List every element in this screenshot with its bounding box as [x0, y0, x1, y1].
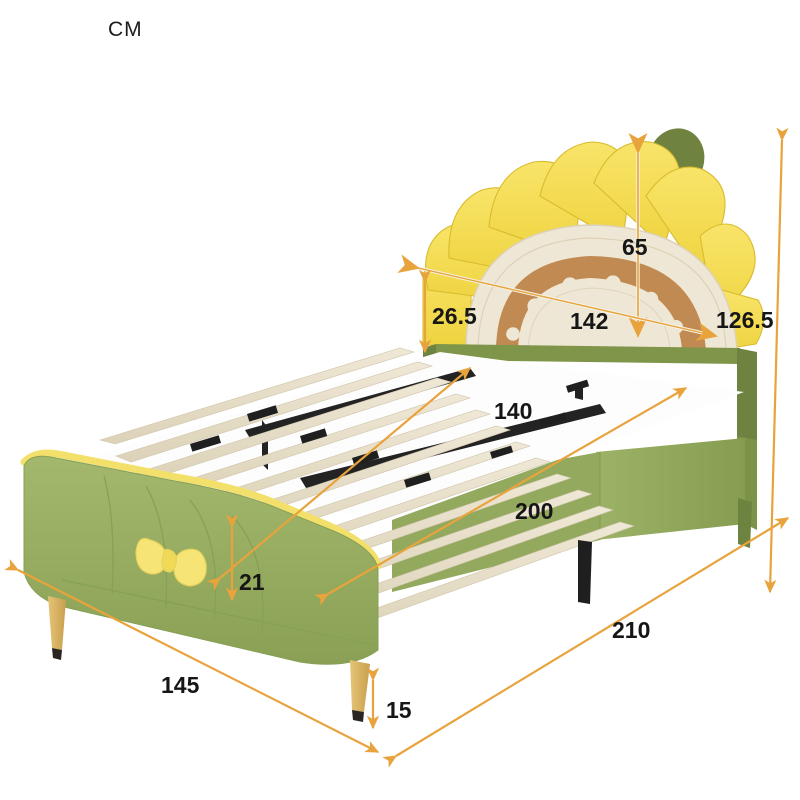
dim-label-145: 145	[161, 672, 200, 698]
dimension-arrow-group	[4, 127, 790, 768]
dim-label-200: 200	[515, 498, 554, 524]
dim-label-210: 210	[612, 617, 651, 643]
leg-footboard-left	[48, 596, 66, 650]
arrow-210	[382, 517, 790, 768]
unit-title: CM	[108, 18, 143, 41]
bed-frame	[20, 347, 757, 722]
arrow-126-5	[764, 127, 789, 594]
dim-label-15: 15	[386, 697, 412, 723]
dim-label-126-5: 126.5	[716, 307, 774, 333]
leg-footboard-left-tip	[52, 648, 62, 660]
dim-label-65: 65	[622, 234, 648, 260]
dim-label-140: 140	[494, 398, 533, 424]
dim-label-142: 142	[570, 308, 609, 334]
leg-footboard-right-tip	[352, 710, 364, 722]
dim-label-21: 21	[239, 569, 265, 595]
arrow-145	[4, 558, 380, 753]
leg-rear-black	[578, 540, 592, 604]
arrow-142-core	[409, 262, 717, 339]
leg-footboard-right	[350, 660, 370, 712]
dim-label-26-5: 26.5	[432, 303, 477, 329]
headboard-rail-top	[436, 344, 740, 364]
